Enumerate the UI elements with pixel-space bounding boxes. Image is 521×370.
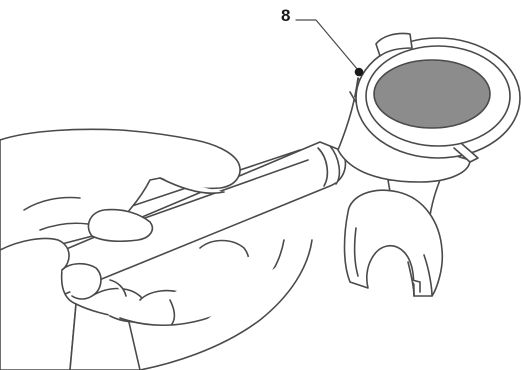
callout-number-label: 8 bbox=[281, 6, 290, 26]
callout-8-leader bbox=[296, 20, 363, 76]
portafilter-stand bbox=[345, 180, 443, 296]
filter-basket bbox=[374, 60, 490, 128]
